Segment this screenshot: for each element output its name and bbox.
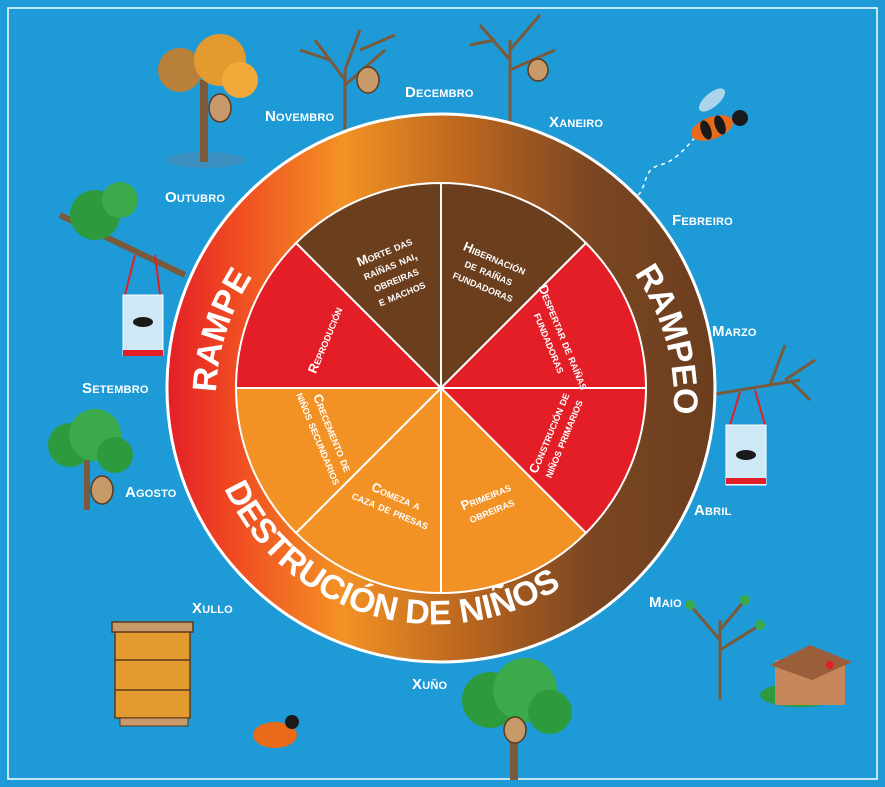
segment-3 [438, 241, 648, 389]
hornet-icon [690, 88, 748, 141]
segment-7 [234, 387, 444, 535]
segment-6 [294, 385, 442, 595]
trap-icon-2 [709, 344, 816, 486]
month-label-setembro: Setembro [82, 380, 149, 397]
bare-tree-nest-icon [299, 29, 396, 135]
flight-trail [631, 127, 706, 201]
trap-icon [58, 182, 187, 356]
segment-4 [438, 387, 648, 535]
hut-icon [685, 595, 852, 707]
beehive-icon [111, 621, 299, 748]
autumn-tree-icon [158, 34, 258, 168]
month-label-marzo: Marzo [712, 323, 757, 340]
month-label-agosto: Agosto [125, 484, 177, 501]
month-label-xaneiro: Xaneiro [549, 114, 604, 131]
month-label-febreiro: Febreiro [672, 212, 733, 229]
month-label-decembro: Decembro [405, 84, 474, 101]
tree-nest-icon-2 [462, 658, 572, 780]
month-label-novembro: Novembro [265, 108, 335, 125]
segment-1 [294, 181, 442, 391]
frame-border [7, 7, 878, 780]
segment-8 [234, 241, 444, 389]
segment-5 [440, 385, 588, 595]
month-label-xuno: Xuño [412, 676, 448, 693]
bare-tree-nest-icon-2 [469, 14, 556, 125]
outer-ring-border [165, 112, 717, 664]
segment-2 [440, 181, 588, 391]
scenery [48, 14, 852, 780]
month-label-maio: Maio [649, 594, 682, 611]
month-label-outubro: Outubro [165, 189, 226, 206]
month-label-xullo: Xullo [192, 600, 233, 617]
cycle-segments [234, 181, 648, 595]
tree-nest-icon [48, 409, 133, 510]
month-label-abril: Abril [694, 502, 732, 519]
